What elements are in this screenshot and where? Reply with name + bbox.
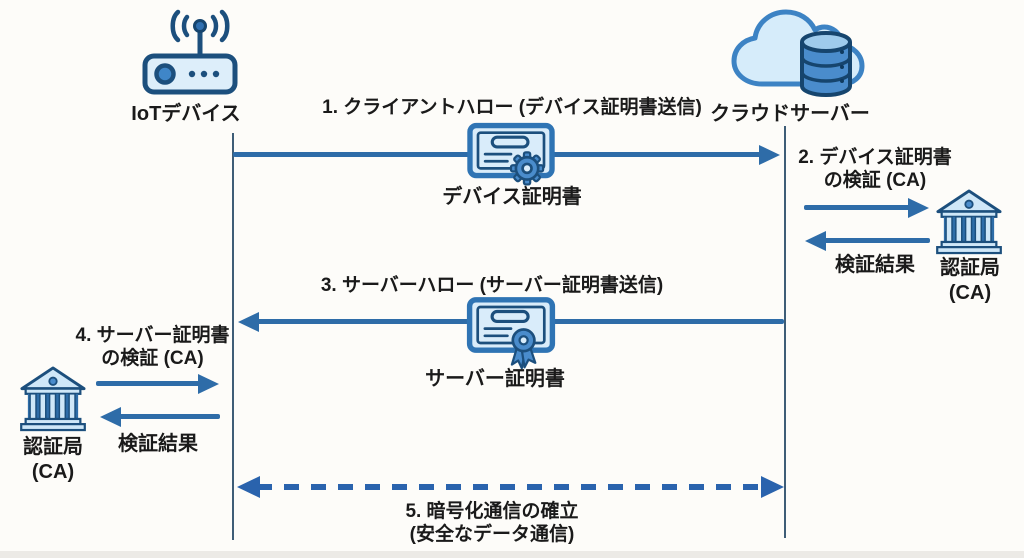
- message-2-label: 2. デバイス証明書 の検証 (CA): [790, 146, 960, 192]
- message-2-result-label: 検証結果: [835, 254, 915, 276]
- message-2-request-arrow: [804, 197, 929, 218]
- message-1-attachment-label: デバイス証明書: [442, 186, 582, 208]
- cloud-database-icon: [731, 9, 865, 97]
- actor-iot-label: IoTデバイス: [131, 103, 241, 125]
- message-3-attachment-label: サーバー証明書: [425, 368, 565, 390]
- message-4-request-arrow: [96, 373, 219, 394]
- message-5-label-line1: 5. 暗号化通信の確立: [405, 501, 579, 522]
- iot-lifeline: [232, 133, 234, 540]
- message-2-label-line2: の検証 (CA): [823, 170, 927, 191]
- message-4-result-label: 検証結果: [118, 433, 198, 455]
- message-4-result-arrow: [100, 406, 220, 427]
- message-2-result-arrow: [805, 230, 930, 251]
- message-3-label: 3. サーバーハロー (サーバー証明書送信): [320, 275, 664, 296]
- bank-icon: [20, 366, 86, 432]
- arrowhead-left-icon: [237, 476, 260, 498]
- arrowhead-left-icon: [805, 230, 826, 251]
- ca-left-name: 認証局: [23, 436, 83, 458]
- message-2-label-line1: 2. デバイス証明書: [798, 147, 952, 168]
- ca-right-abbr: (CA): [948, 282, 992, 304]
- arrowhead-left-icon: [100, 406, 121, 427]
- certificate-ribbon-icon: [466, 297, 556, 370]
- arrowhead-right-icon: [759, 144, 780, 165]
- iot-router-icon: [142, 9, 238, 95]
- message-1-label: 1. クライアントハロー (デバイス証明書送信): [322, 97, 702, 118]
- bottom-edge-strip: [0, 551, 1024, 558]
- arrowhead-right-icon: [908, 197, 929, 218]
- message-5-label: 5. 暗号化通信の確立 (安全なデータ通信): [342, 500, 642, 546]
- arrowhead-right-icon: [198, 373, 219, 394]
- bank-icon: [936, 189, 1002, 255]
- actor-cloud-label: クラウドサーバー: [710, 103, 870, 125]
- ca-right-name: 認証局: [940, 257, 1000, 279]
- ca-left-abbr: (CA): [31, 461, 75, 483]
- message-4-label-line1: 4. サーバー証明書: [75, 325, 230, 346]
- arrowhead-left-icon: [238, 311, 259, 332]
- certificate-gear-icon: [467, 122, 555, 186]
- message-5-arrow: [237, 476, 784, 498]
- message-5-label-line2: (安全なデータ通信): [409, 524, 575, 545]
- arrowhead-right-icon: [761, 476, 784, 498]
- message-4-label: 4. サーバー証明書 の検証 (CA): [70, 324, 235, 370]
- cloud-lifeline: [784, 126, 786, 538]
- message-4-label-line2: の検証 (CA): [101, 348, 204, 369]
